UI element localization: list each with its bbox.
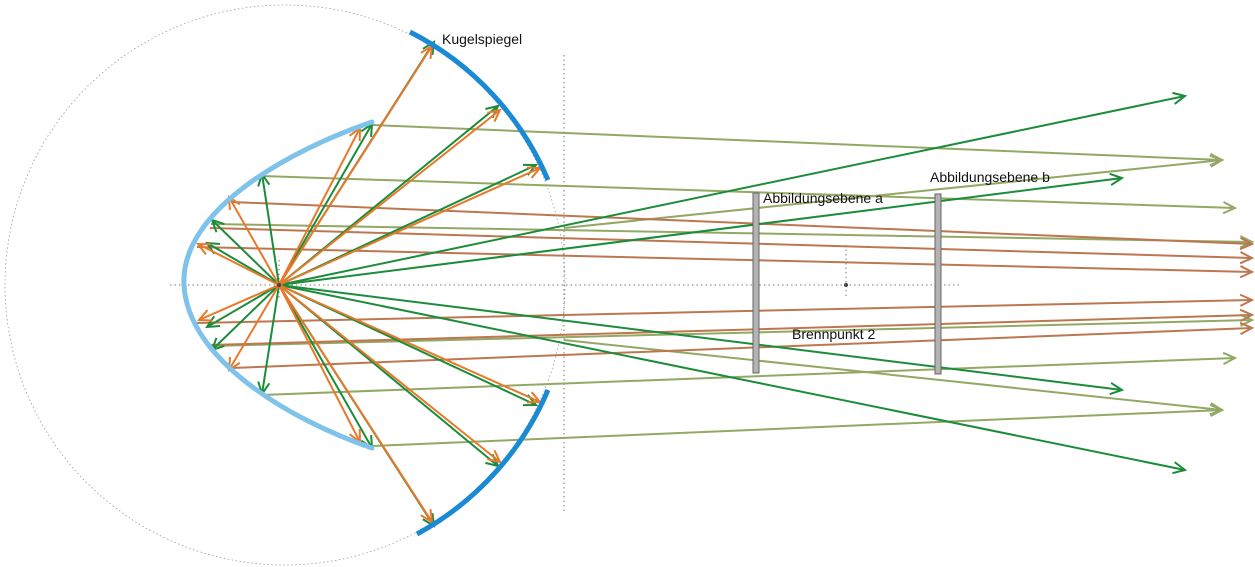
brown-ray-3-arrowhead xyxy=(1239,265,1255,279)
orange-inner-ray-2-arrowhead xyxy=(487,108,502,123)
olive-ray-7-arrowhead xyxy=(1209,154,1225,168)
olive-rays xyxy=(210,124,1255,447)
green-inner-ray-11 xyxy=(278,284,373,449)
green-far-ray-1-arrowhead xyxy=(1172,91,1188,105)
orange-inner-ray-2 xyxy=(278,109,501,286)
ellipse-mirror xyxy=(181,119,375,451)
orange-inner-ray-7 xyxy=(228,284,280,371)
green-far-ray-4 xyxy=(278,284,1186,471)
green-far-ray-2 xyxy=(278,177,1123,286)
orange-inner-ray-5-arrowhead xyxy=(195,242,212,255)
green-inner-ray-6 xyxy=(211,219,280,286)
brown-ray-6 xyxy=(231,327,1253,369)
sphere-mirror-top xyxy=(408,29,551,181)
orange-inner-ray-6-arrowhead xyxy=(196,309,213,322)
guide-circle xyxy=(4,4,566,566)
brown-rays xyxy=(196,201,1255,369)
brown-ray-5 xyxy=(209,314,1253,346)
plane-a-label: Abbildungsebene a xyxy=(763,190,883,206)
olive-ray-4 xyxy=(210,319,1253,347)
plane-b-label: Abbildungsebene b xyxy=(930,169,1050,185)
orange-inner-ray-12 xyxy=(278,284,361,443)
sphere-mirror-bottom xyxy=(415,389,551,537)
olive-ray-3 xyxy=(210,223,1253,243)
brown-ray-6-arrowhead xyxy=(1239,321,1255,335)
olive-ray-6 xyxy=(371,409,1223,447)
orange-inner-ray-3 xyxy=(278,167,541,286)
focus2-label: Brennpunkt 2 xyxy=(792,326,875,342)
orange-inner-ray-10 xyxy=(278,284,433,523)
green-inner-ray-10 xyxy=(261,284,280,395)
orange-inner-ray-4 xyxy=(228,196,280,286)
orange-inner-ray-6 xyxy=(198,284,280,321)
olive-ray-2-arrowhead xyxy=(1222,201,1238,215)
image-plane-a xyxy=(752,192,760,374)
image-plane-b xyxy=(934,193,942,375)
green-far-rays xyxy=(278,91,1188,475)
orange-inner-ray-8 xyxy=(278,284,541,403)
olive-ray-8-arrowhead xyxy=(1209,402,1225,416)
green-inner-ray-8 xyxy=(206,284,280,328)
orange-inner-ray-11 xyxy=(278,127,361,286)
green-inner-ray-9 xyxy=(211,284,280,351)
olive-ray-7 xyxy=(563,159,1223,229)
brown-ray-5-arrowhead xyxy=(1239,308,1255,322)
green-inner-ray-5 xyxy=(261,173,280,286)
green-inner-ray-4 xyxy=(278,123,373,286)
brown-ray-4-arrowhead xyxy=(1239,293,1255,307)
green-far-ray-3 xyxy=(278,284,1123,391)
olive-ray-2 xyxy=(261,175,1236,209)
brown-ray-4 xyxy=(196,299,1253,324)
orange-inner-ray-5 xyxy=(197,243,280,286)
green-far-ray-4-arrowhead xyxy=(1172,461,1188,475)
orange-inner-ray-9-arrowhead xyxy=(487,449,502,464)
brown-ray-2-arrowhead xyxy=(1239,251,1255,265)
brown-ray-3 xyxy=(196,246,1253,273)
green-far-ray-3-arrowhead xyxy=(1109,382,1125,396)
orange-inner-ray-10-arrowhead xyxy=(420,508,434,524)
inner-rays xyxy=(195,40,543,528)
green-far-ray-1 xyxy=(278,95,1186,286)
mirror-label: Kugelspiegel xyxy=(442,31,522,47)
orange-inner-ray-9 xyxy=(278,284,501,463)
olive-ray-3-arrowhead xyxy=(1239,235,1255,249)
olive-ray-5-arrowhead xyxy=(1222,351,1238,365)
olive-ray-1 xyxy=(371,124,1223,161)
orange-inner-ray-1 xyxy=(278,45,433,286)
focus-point-2 xyxy=(844,283,848,287)
green-far-ray-2-arrowhead xyxy=(1109,172,1125,186)
green-inner-ray-1-arrowhead xyxy=(422,40,436,56)
brown-ray-2 xyxy=(209,227,1253,259)
brown-ray-1 xyxy=(231,201,1253,245)
brown-ray-1-arrowhead xyxy=(1239,236,1255,251)
focus-point-1 xyxy=(277,283,281,287)
olive-ray-5 xyxy=(261,357,1236,396)
